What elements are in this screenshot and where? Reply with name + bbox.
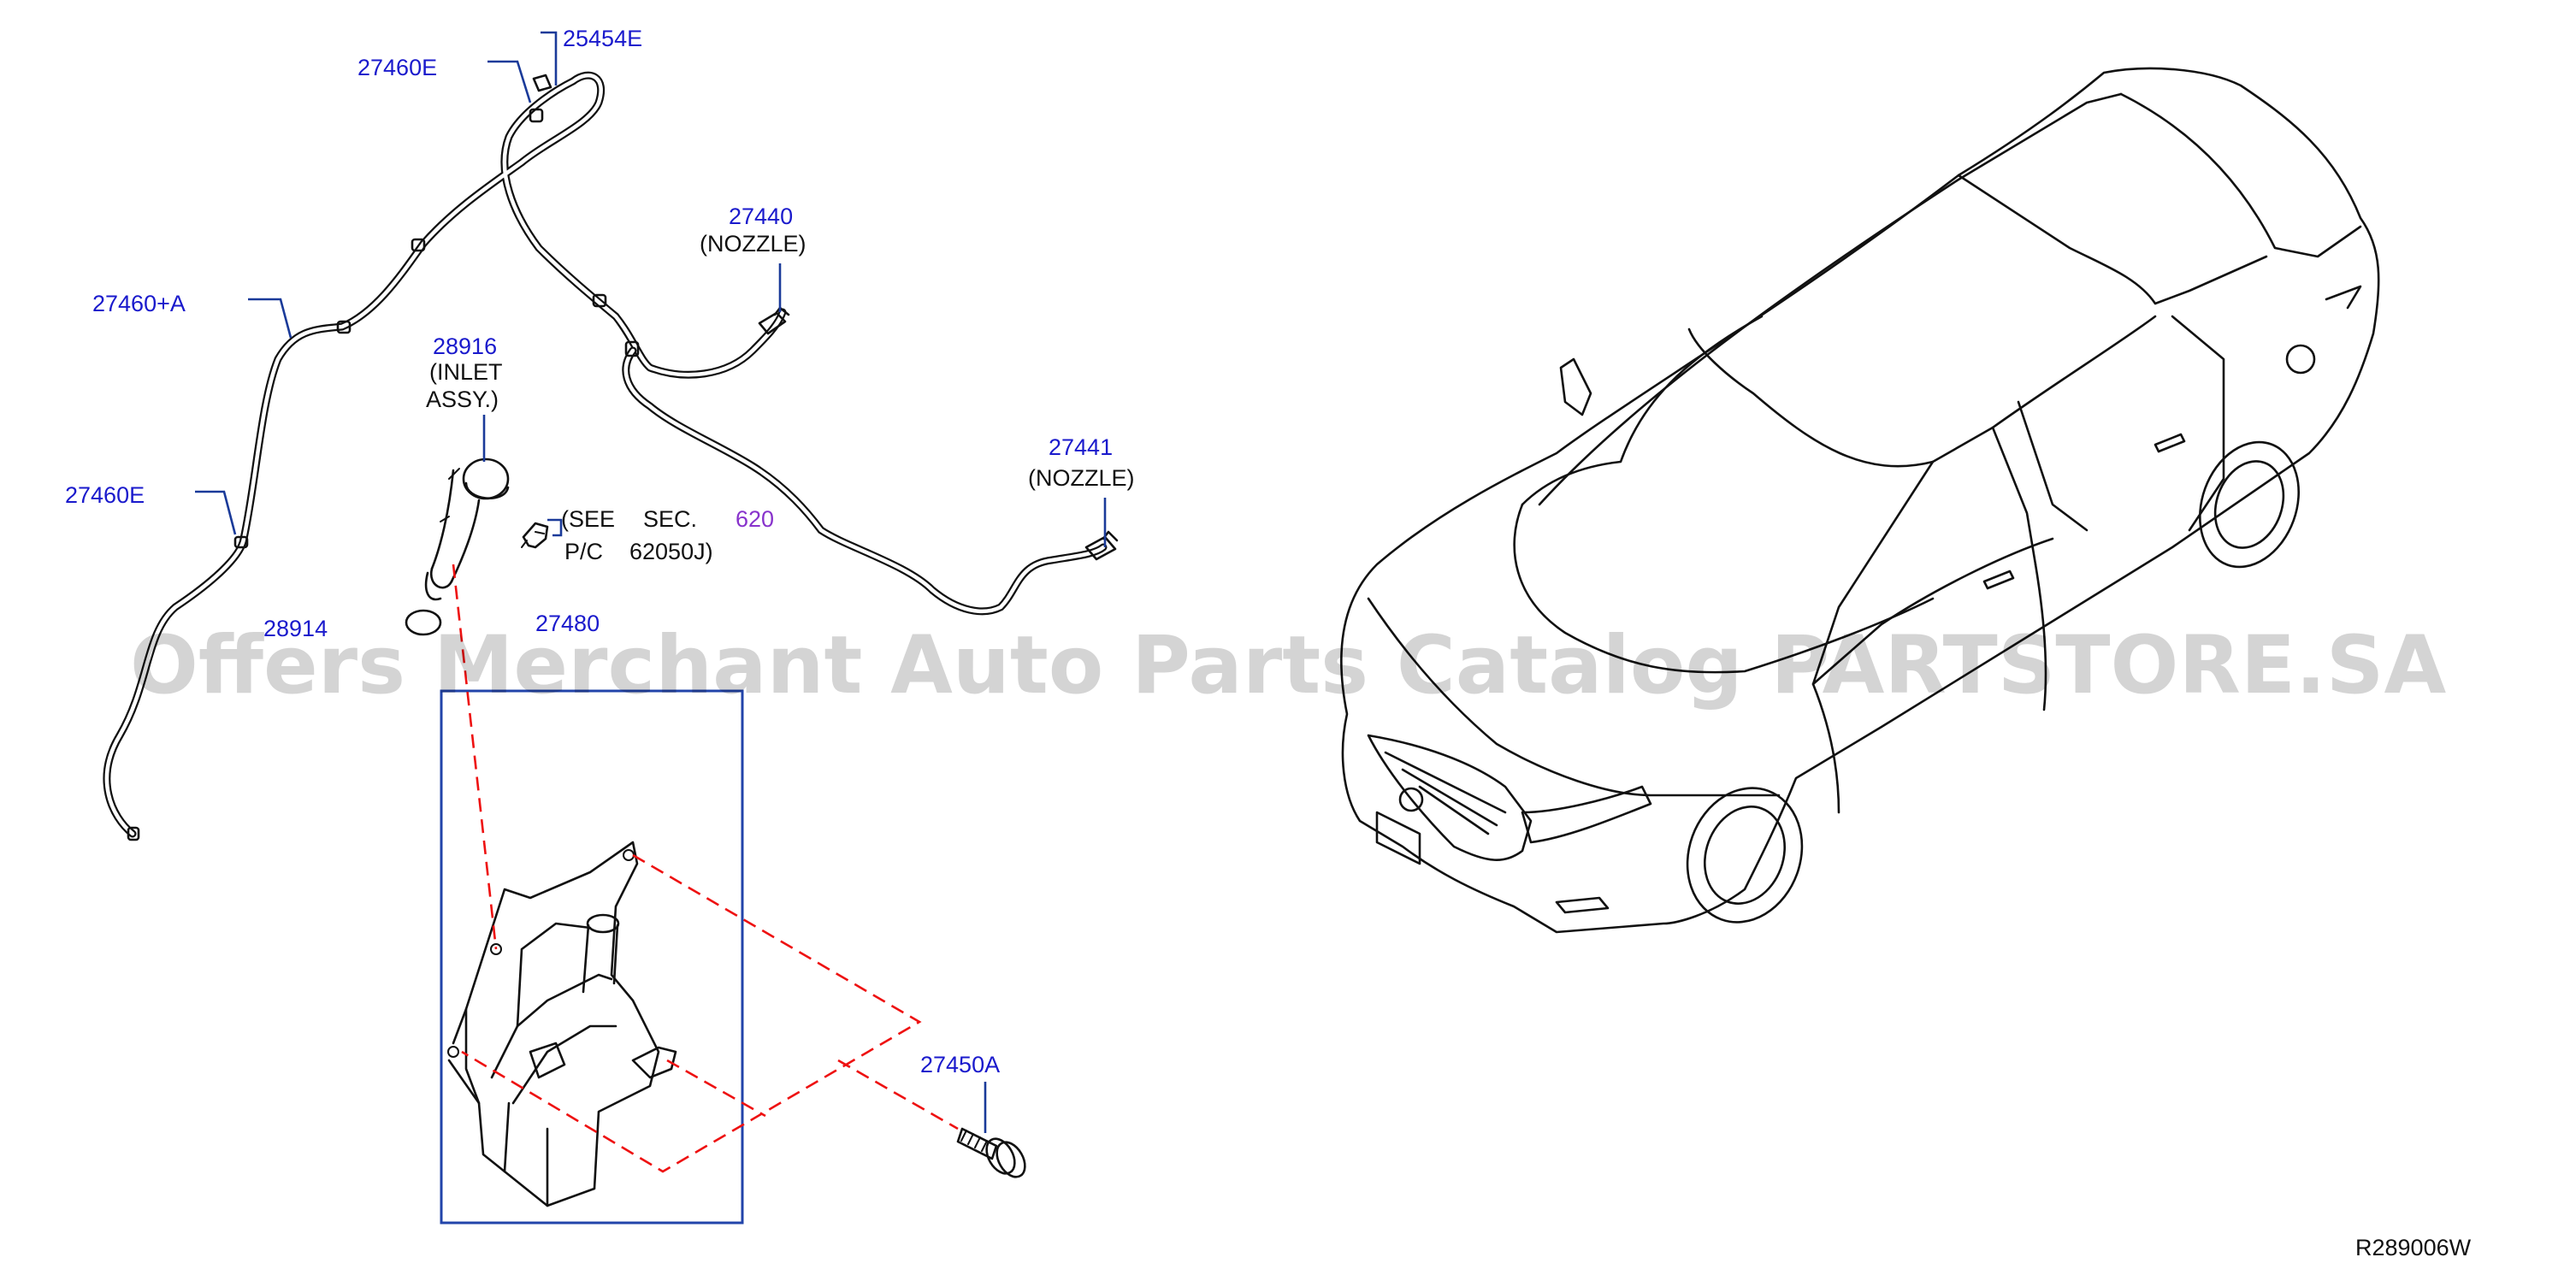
callout-labels: 25454E 27460E 27460+A 27460E 27440 (NOZZ… [65, 26, 1135, 1077]
assembly-guides [452, 564, 959, 1173]
see-section-link[interactable]: 620 [736, 506, 774, 532]
callout-27480: 27480 [535, 611, 600, 636]
callout-28916-note1: (INLET [429, 359, 503, 385]
see-section-note-2: SEC. [643, 506, 697, 532]
see-pc-note-2: 62050J) [629, 539, 713, 564]
inlet-assembly [405, 457, 549, 636]
bolt-27450a [956, 1127, 1026, 1178]
washer-tank [440, 689, 744, 1225]
see-section-note-1: (SEE [561, 506, 615, 532]
callout-leaders [195, 31, 1107, 1133]
callout-28916: 28916 [433, 333, 497, 359]
callout-25454e: 25454E [563, 26, 642, 51]
watermark-text: Offers Merchant Auto Parts Catalog PARTS… [130, 619, 2446, 712]
callout-28916-note2: ASSY.) [426, 387, 499, 412]
diagram-id: R289006W [2355, 1235, 2472, 1260]
callout-27441-note: (NOZZLE) [1028, 465, 1135, 491]
callout-27450a: 27450A [920, 1052, 1000, 1077]
washer-hose-assembly [103, 71, 1119, 841]
callout-28914: 28914 [263, 616, 328, 641]
callout-27460e-left: 27460E [65, 482, 145, 508]
callout-27460a: 27460+A [92, 291, 186, 316]
vehicle-outline [1340, 67, 2380, 934]
callout-27440: 27440 [729, 204, 793, 229]
callout-27440-note: (NOZZLE) [700, 231, 806, 257]
callout-27460e-top: 27460E [357, 55, 437, 80]
callout-27441: 27441 [1049, 434, 1113, 460]
see-pc-note-1: P/C [564, 539, 603, 564]
